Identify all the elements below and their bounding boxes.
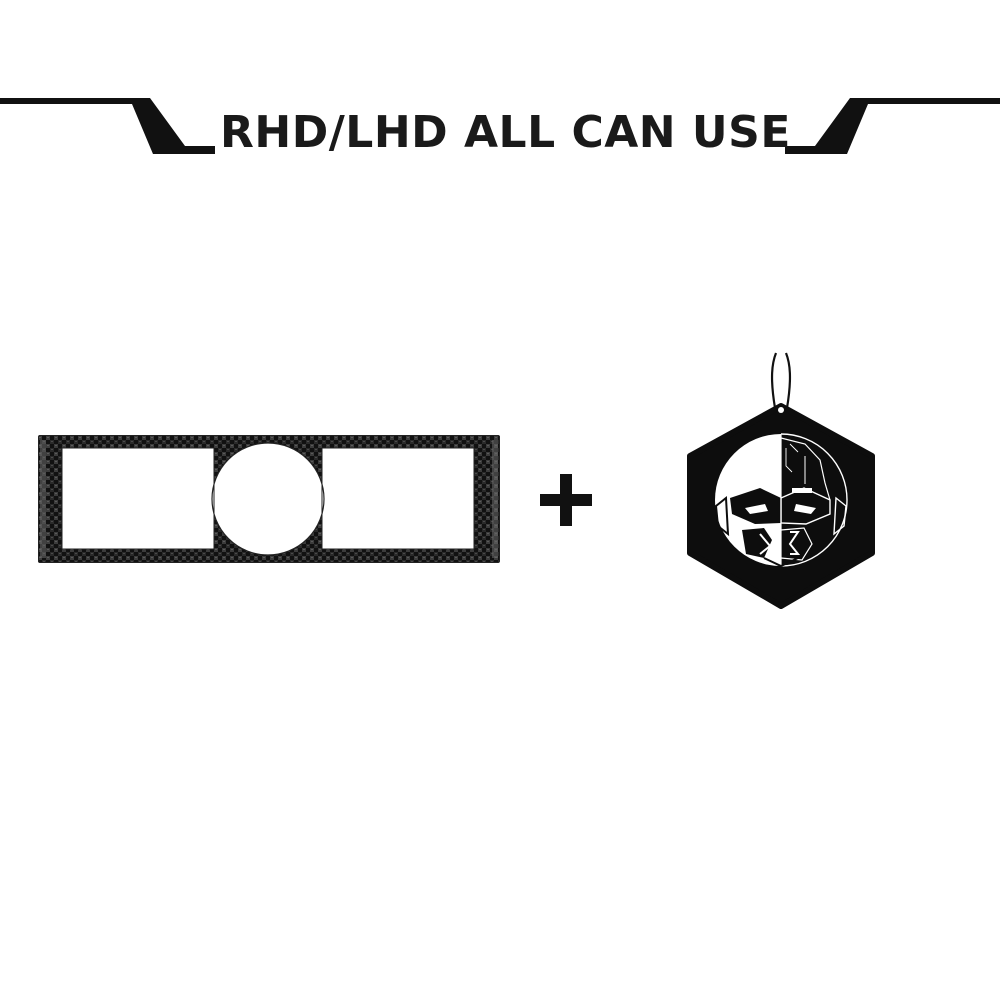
carbon-fiber-panel-icon <box>38 435 500 563</box>
header-decoration <box>0 98 1000 154</box>
headline: RHD/LHD ALL CAN USE <box>220 107 791 158</box>
plus-icon <box>540 474 592 526</box>
header-right-stroke <box>785 98 1000 154</box>
hexagon-air-freshener-icon <box>687 352 875 609</box>
header-left-stroke <box>0 98 215 154</box>
